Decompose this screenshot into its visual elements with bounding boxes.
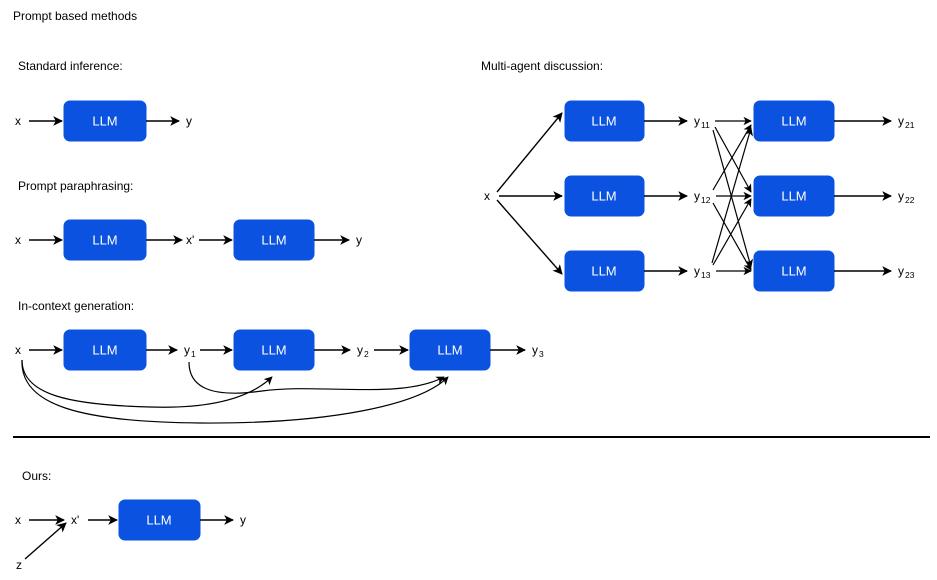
- page-title: Prompt based methods: [13, 9, 137, 23]
- skip-edge-y1-to-llm3: [188, 361, 445, 394]
- input-label-x: x: [15, 233, 21, 247]
- skip-edge-x-to-llm2: [21, 359, 273, 408]
- output-label-y3: y: [532, 343, 538, 357]
- input-label-z: z: [16, 558, 22, 572]
- edge-y12-to-agent23: [712, 202, 752, 271]
- intermediate-sub-y2: 2: [364, 349, 369, 359]
- output-sub-y23: 23: [905, 270, 915, 280]
- edge-y11-to-agent22: [714, 126, 752, 193]
- input-label-x: x: [15, 343, 21, 357]
- intermediate-label-y13: y: [694, 264, 700, 278]
- section-multi-agent-discussion: Multi-agent discussion: x LLM LLM LLM y …: [481, 59, 915, 292]
- section-ours: Ours: x z x' LLM y: [15, 469, 246, 572]
- llm-node-label: LLM: [261, 342, 286, 357]
- intermediate-label-y11: y: [694, 114, 700, 128]
- intermediate-sub-y11: 11: [701, 120, 710, 130]
- section-title-standard-inference: Standard inference:: [18, 59, 123, 73]
- edge-y13-to-agent21: [711, 127, 753, 264]
- output-sub-y3: 3: [539, 349, 544, 359]
- intermediate-label-y1: y: [184, 343, 190, 357]
- llm-node-label: LLM: [261, 232, 286, 247]
- llm-node-label: LLM: [437, 342, 462, 357]
- output-label-y: y: [356, 233, 362, 247]
- llm-node-label: LLM: [591, 113, 616, 128]
- llm-node-label: LLM: [92, 342, 117, 357]
- output-label-y: y: [240, 513, 246, 527]
- section-in-context-generation: In-context generation: x LLM y 1 LLM y 2…: [15, 299, 544, 424]
- edge-y12-to-agent21: [712, 124, 752, 191]
- skip-edge-x-to-llm3: [21, 359, 449, 424]
- output-sub-y21: 21: [905, 120, 915, 130]
- intermediate-sub-y1: 1: [191, 349, 196, 359]
- input-label-x: x: [15, 114, 21, 128]
- section-title-ours: Ours:: [22, 469, 51, 483]
- input-label-x: x: [484, 189, 490, 203]
- intermediate-sub-y12: 12: [701, 195, 711, 205]
- edge-x-to-agent3: [496, 199, 563, 275]
- llm-node-label: LLM: [591, 188, 616, 203]
- input-label-x: x: [15, 513, 21, 527]
- output-label-y23: y: [898, 264, 904, 278]
- section-prompt-paraphrasing: Prompt paraphrasing: x LLM x' LLM y: [15, 179, 362, 261]
- intermediate-sub-y13: 13: [701, 270, 711, 280]
- llm-node-label: LLM: [781, 113, 806, 128]
- output-label-y22: y: [898, 189, 904, 203]
- intermediate-label-x-prime: x': [186, 233, 194, 247]
- llm-node-label: LLM: [781, 263, 806, 278]
- output-label-y: y: [186, 114, 192, 128]
- intermediate-label-y2: y: [357, 343, 363, 357]
- intermediate-label-y12: y: [694, 189, 700, 203]
- llm-node-label: LLM: [92, 113, 117, 128]
- edge-x-to-agent1: [496, 112, 563, 193]
- intermediate-label-x-prime: x': [71, 513, 79, 527]
- edge-y13-to-agent22: [712, 198, 752, 266]
- edge-y11-to-agent23: [712, 129, 754, 268]
- section-title-multi-agent-discussion: Multi-agent discussion:: [481, 59, 603, 73]
- edge-z-to-xprime: [24, 522, 67, 560]
- section-title-prompt-paraphrasing: Prompt paraphrasing:: [18, 179, 133, 193]
- llm-node-label: LLM: [781, 188, 806, 203]
- output-label-y21: y: [898, 114, 904, 128]
- section-standard-inference: Standard inference: x LLM y: [15, 59, 192, 142]
- output-sub-y22: 22: [905, 195, 915, 205]
- llm-node-label: LLM: [146, 512, 171, 527]
- section-title-in-context-generation: In-context generation:: [18, 299, 134, 313]
- llm-node-label: LLM: [92, 232, 117, 247]
- llm-node-label: LLM: [591, 263, 616, 278]
